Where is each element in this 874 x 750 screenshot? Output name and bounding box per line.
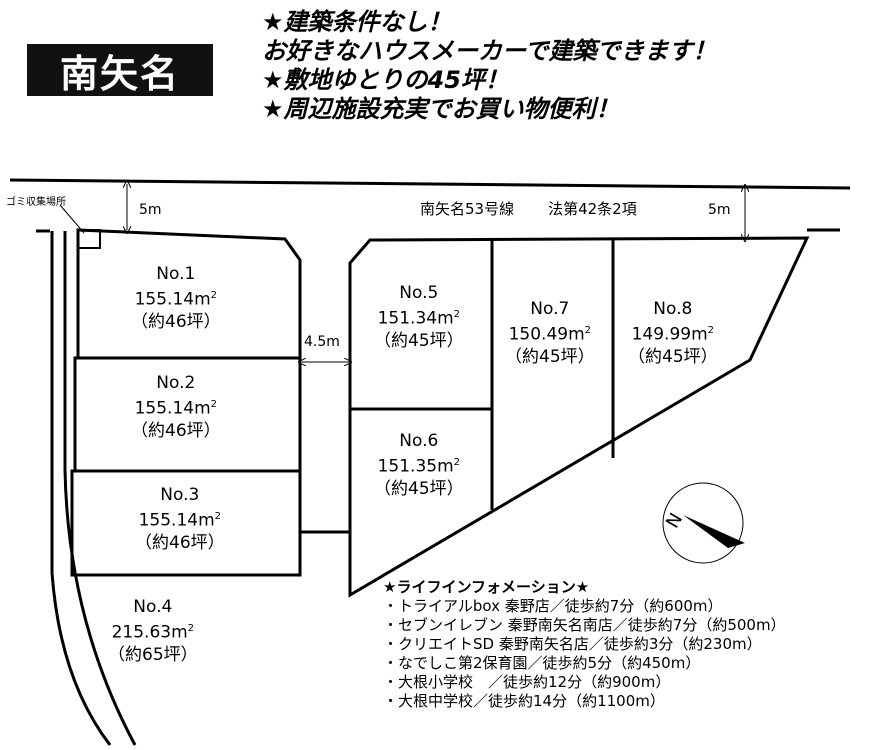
road-width-label-right: 5m: [708, 202, 731, 218]
lot-tsubo: （約45坪）: [505, 346, 595, 367]
garbage-point-label: ゴミ収集場所: [6, 197, 66, 208]
info-item: ・トライアルbox 秦野店／徒歩約7分（約600m）: [383, 597, 723, 615]
lot-number: No.8: [653, 299, 693, 319]
lot-area: 150.49m2: [508, 324, 592, 345]
area-title: 南矢名: [27, 44, 213, 96]
lot-number: No.3: [160, 485, 200, 505]
life-information: ★ライフインフォメーション★ ・トライアルbox 秦野店／徒歩約7分（約600m…: [383, 578, 786, 711]
lot-label-6: No.6 151.35m2 （約45坪）: [374, 430, 464, 500]
lot-tsubo: （約46坪）: [131, 311, 221, 332]
lot-3-outline: [70, 469, 302, 577]
lot-1-outline: [76, 228, 302, 360]
road-law: 法第42条2項: [548, 200, 637, 218]
lot-label-2: No.2 155.14m2 （約46坪）: [131, 372, 221, 442]
lot-label-5: No.5 151.34m2 （約45坪）: [374, 282, 464, 352]
east-block-outline: [348, 236, 810, 598]
lot-label-8: No.8 149.99m2 （約45坪）: [628, 298, 718, 368]
lot-number: No.4: [133, 597, 173, 617]
road-name: 南矢名53号線: [420, 200, 515, 218]
lot-area: 155.14m2: [138, 510, 222, 531]
info-item: ・セブンイレブン 秦野南矢名南店／徒歩約7分（約500m）: [383, 616, 786, 634]
lot-tsubo: （約46坪）: [135, 532, 225, 553]
info-item: ・大根中学校／徒歩約14分（約1100m）: [383, 692, 665, 710]
compass-north-label: N: [662, 510, 687, 532]
headline-line: ★建築条件なし！: [262, 8, 452, 36]
lot-label-4: No.4 215.63m2 （約65坪）: [108, 596, 198, 666]
lot-label-1: No.1 155.14m2 （約46坪）: [131, 263, 221, 333]
lot-area: 215.63m2: [111, 622, 195, 643]
lot-area: 155.14m2: [134, 398, 218, 419]
road-name-label: 南矢名53号線 法第42条2項: [420, 198, 637, 219]
lot-number: No.5: [399, 283, 439, 303]
lot-tsubo: （約45坪）: [374, 330, 464, 351]
boundary-line-outer: [50, 231, 112, 746]
lot-area: 155.14m2: [134, 289, 218, 310]
compass-circle: [662, 482, 744, 564]
lot-number: No.6: [399, 431, 439, 451]
lot-tsubo: （約45坪）: [374, 478, 464, 499]
compass-needle-icon: [683, 515, 745, 548]
info-item: ・大根小学校 ／徒歩約12分（約900m）: [383, 673, 671, 691]
lot-label-7: No.7 150.49m2 （約45坪）: [505, 298, 595, 368]
lot-tsubo: （約65坪）: [108, 644, 198, 665]
lot-label-3: No.3 155.14m2 （約46坪）: [135, 484, 225, 554]
road-width-label-left: 5m: [139, 202, 162, 218]
lot-tsubo: （約45坪）: [628, 346, 718, 367]
lot-area: 149.99m2: [631, 324, 715, 345]
headline-line: ★敷地ゆとりの45坪！: [262, 66, 509, 94]
info-item: ・なでしこ第2保育園／徒歩約5分（約450m）: [383, 654, 701, 672]
lot-number: No.2: [156, 373, 196, 393]
headline-block: ★建築条件なし！ お好きなハウスメーカーで建築できます！ ★敷地ゆとりの45坪！…: [262, 8, 717, 124]
garbage-area-box: [77, 229, 101, 249]
road-edge-upper: [9, 178, 851, 190]
lot-area: 151.35m2: [377, 456, 461, 477]
info-item: ・クリエイトSD 秦野南矢名店／徒歩約3分（約230m）: [383, 635, 762, 653]
boundary-line-inner: [63, 231, 137, 746]
headline-line: お好きなハウスメーカーで建築できます！: [262, 37, 717, 65]
lot-tsubo: （約46坪）: [131, 420, 221, 441]
lot-number: No.1: [156, 264, 196, 284]
headline-line: ★周辺施設充実でお買い物便利！: [262, 95, 620, 123]
lot-number: No.7: [530, 299, 570, 319]
info-title: ★ライフインフォメーション★: [383, 578, 590, 596]
inner-road-width-label: 4.5m: [304, 334, 340, 350]
garbage-leader-line: [59, 204, 85, 234]
lot-area: 151.34m2: [377, 308, 461, 329]
